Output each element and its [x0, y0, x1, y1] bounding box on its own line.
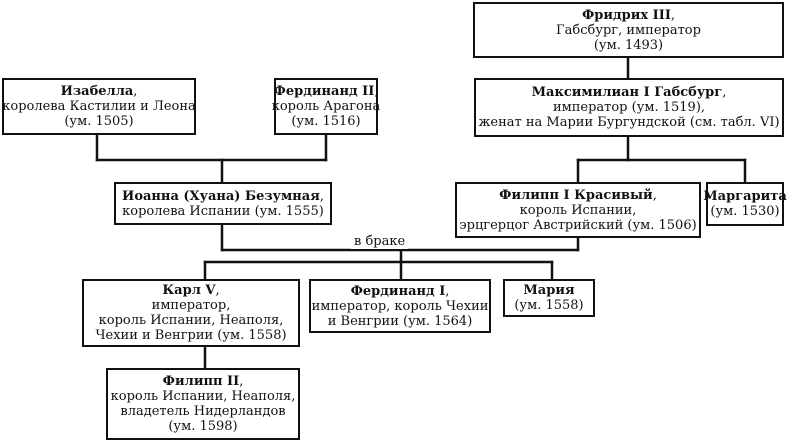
- person-name: Фридрих III: [581, 7, 671, 23]
- person-name-suffix: ,: [215, 283, 220, 298]
- person-name: Карл V: [162, 283, 216, 298]
- person-name: Маргарита: [703, 189, 787, 204]
- person-name: Изабелла: [60, 84, 134, 99]
- person-detail-line: император (ум. 1519),: [552, 100, 706, 115]
- person-heading: Филипп II,: [163, 374, 244, 389]
- person-box-frederick-iii: Фридрих III,Габсбург, император(ум. 1493…: [473, 2, 784, 58]
- person-name-suffix: ,: [670, 7, 676, 23]
- person-box-ferdinand-ii: Фердинанд II,король Арагона(ум. 1516): [271, 78, 381, 135]
- person-detail-line: король Испании,: [519, 202, 637, 218]
- person-name: Фердинанд II: [273, 84, 375, 99]
- person-box-philip-ii: Филипп II,король Испании, Неаполя,владет…: [106, 368, 300, 440]
- person-heading: Филипп I Красивый,: [499, 188, 657, 203]
- person-name: Филипп I Красивый: [499, 187, 653, 203]
- person-name-suffix: ,: [722, 85, 727, 100]
- person-name-suffix: ,: [133, 84, 138, 99]
- person-detail-line: император, король Чехии: [311, 298, 489, 314]
- person-detail-line: Чехии и Венгрии (ум. 1558): [95, 328, 287, 343]
- person-name-suffix: ,: [374, 84, 379, 99]
- person-box-maria: Мария(ум. 1558): [503, 279, 595, 317]
- person-detail-line: (ум. 1516): [291, 114, 361, 129]
- person-detail-line: король Испании, Неаполя,: [98, 313, 284, 328]
- person-heading: Фердинанд II,: [274, 84, 379, 99]
- person-box-margarita: Маргарита(ум. 1530): [703, 182, 787, 226]
- person-detail-line: (ум. 1558): [514, 298, 584, 313]
- person-detail-line: император,: [151, 298, 231, 313]
- person-box-charles-v: Карл V,император,король Испании, Неаполя…: [82, 279, 300, 347]
- person-name-suffix: ,: [319, 188, 324, 204]
- person-heading: Карл V,: [162, 283, 219, 298]
- person-heading: Иоанна (Хуана) Безумная,: [122, 189, 324, 204]
- person-box-philip-i: Филипп I Красивый,король Испании,эрцгерц…: [455, 182, 701, 238]
- person-name: Фердинанд I: [350, 283, 446, 299]
- person-detail-line: (ум. 1530): [710, 204, 780, 219]
- person-heading: Маргарита: [703, 189, 787, 204]
- person-name-suffix: ,: [652, 187, 657, 203]
- person-detail-line: (ум. 1493): [593, 37, 664, 53]
- person-heading: Мария: [523, 283, 574, 298]
- person-detail-line: женат на Марии Бургундской (см. табл. VI…: [478, 115, 780, 130]
- person-heading: Изабелла,: [61, 84, 138, 99]
- person-detail-line: (ум. 1505): [64, 114, 134, 129]
- person-detail-line: владетель Нидерландов: [120, 404, 286, 419]
- person-box-isabella: Изабелла,королева Кастилии и Леона(ум. 1…: [2, 78, 196, 135]
- person-detail-line: (ум. 1598): [168, 419, 238, 434]
- person-heading: Фридрих III,: [582, 8, 675, 23]
- person-name: Максимилиан I Габсбург: [531, 85, 723, 100]
- person-name-suffix: ,: [445, 283, 450, 299]
- person-detail-line: эрцгерцог Австрийский (ум. 1506): [459, 217, 697, 233]
- person-box-maximilian-i: Максимилиан I Габсбург,император (ум. 15…: [474, 78, 784, 137]
- person-detail-line: король Испании, Неаполя,: [110, 389, 296, 404]
- person-detail-line: и Венгрии (ум. 1564): [327, 313, 473, 329]
- marriage-label: в браке: [351, 234, 409, 249]
- person-name: Мария: [523, 283, 575, 298]
- person-detail-line: король Арагона: [271, 99, 381, 114]
- person-heading: Максимилиан I Габсбург,: [532, 85, 727, 100]
- person-detail-line: Габсбург, император: [556, 22, 701, 38]
- person-name-suffix: ,: [239, 374, 244, 389]
- person-detail-line: королева Испании (ум. 1555): [122, 203, 324, 219]
- person-heading: Фердинанд I,: [351, 284, 450, 299]
- person-name: Филипп II: [162, 374, 240, 389]
- person-box-joanna: Иоанна (Хуана) Безумная,королева Испании…: [114, 182, 332, 225]
- person-detail-line: королева Кастилии и Леона: [2, 99, 196, 114]
- person-name: Иоанна (Хуана) Безумная: [122, 188, 320, 204]
